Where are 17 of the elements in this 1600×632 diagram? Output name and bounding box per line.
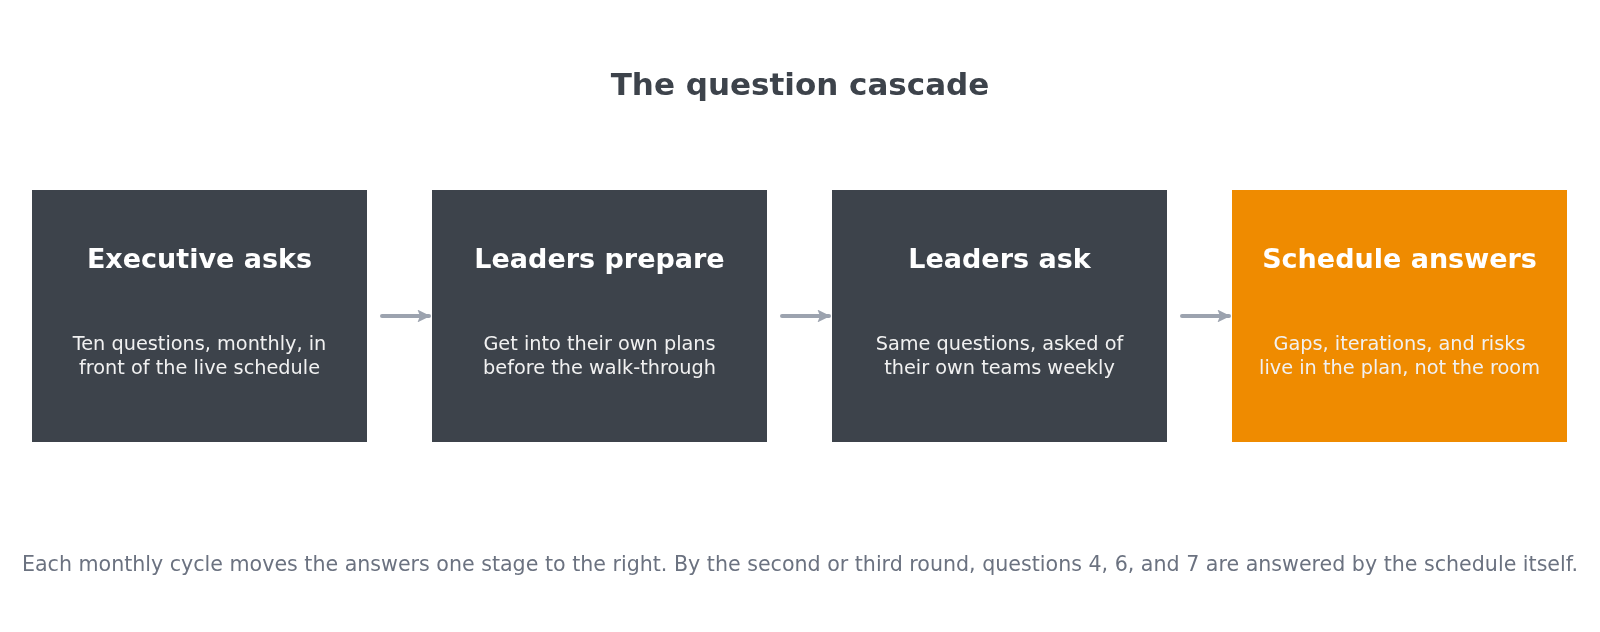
box-description: Get into their own plans before the walk-through <box>482 332 717 380</box>
caption: Each monthly cycle moves the answers one stage to the right. By the second or third round, questions 4, 6, and 7 are answered by the schedule itself. <box>21 552 1579 576</box>
box-heading: Executive asks <box>86 243 313 274</box>
highlighted-box <box>1232 190 1567 442</box>
box-description: Same questions, asked of their own teams weekly <box>874 332 1125 380</box>
process-box <box>832 190 1167 442</box>
process-box <box>432 190 767 442</box>
box-description: Ten questions, monthly, in front of the live schedule <box>71 332 328 380</box>
arrow <box>380 309 431 323</box>
box-heading: Leaders prepare <box>474 243 725 274</box>
arrow <box>1180 309 1231 323</box>
process-box <box>32 190 367 442</box>
box-heading: Schedule answers <box>1262 243 1537 274</box>
box-description: Gaps, iterations, and risks live in the plan, not the room <box>1258 332 1541 380</box>
diagram-title: The question cascade <box>610 66 990 102</box>
box-heading: Leaders ask <box>908 243 1091 274</box>
arrow <box>780 309 831 323</box>
